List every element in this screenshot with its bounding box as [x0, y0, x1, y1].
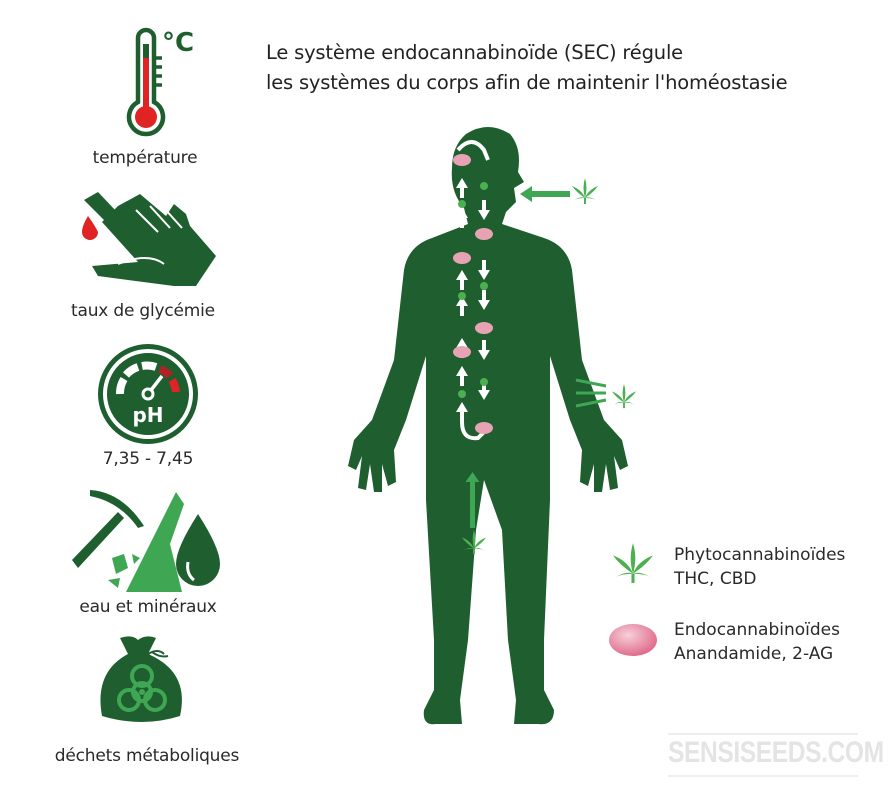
system-label: eau et minéraux — [79, 597, 217, 617]
system-label: taux de glycémie — [71, 301, 215, 321]
mouth-intake-arrow — [520, 186, 570, 202]
blood-sugar-finger-prick-icon — [82, 192, 216, 286]
diagram-title: Le système endocannabinoïde (SEC) régule… — [266, 38, 788, 98]
temperature-unit: °C — [162, 28, 195, 58]
bottom-loop-arrow — [460, 421, 488, 441]
title-line-1: Le système endocannabinoïde (SEC) régule — [266, 41, 683, 64]
pink-molecule-icon — [609, 624, 657, 656]
groin-arrow — [465, 472, 480, 528]
system-label: déchets métaboliques — [54, 746, 240, 766]
brand-text: SENSISEEDS.COM — [668, 736, 884, 769]
biohazard-waste-bag-icon — [100, 636, 182, 722]
skin-absorption-arrows — [575, 378, 607, 408]
legend-subtitle: THC, CBD — [674, 569, 757, 589]
cannabis-leaf-icon — [572, 178, 598, 204]
endocannabinoid-molecules — [453, 154, 493, 434]
legend-subtitle: Anandamide, 2-AG — [674, 644, 834, 664]
thermometer-icon — [126, 27, 166, 137]
cannabis-leaf-icon — [613, 543, 653, 583]
cannabis-leaf-icon — [611, 383, 637, 409]
down-arrows — [478, 200, 490, 400]
system-label: 7,35 - 7,45 — [102, 449, 194, 469]
ph-gauge-icon: pH — [98, 344, 198, 444]
title-line-2: les systèmes du corps afin de maintenir … — [266, 71, 788, 94]
internal-leaves — [458, 182, 488, 398]
brand-watermark: SENSISEEDS.COM — [668, 733, 884, 777]
up-arrows — [456, 178, 468, 422]
legend-title: Phytocannabinoïdes — [674, 545, 846, 565]
legend-title: Endocannabinoïdes — [674, 620, 840, 640]
top-loop-arrow — [456, 140, 490, 161]
cannabis-leaf-icon — [461, 529, 487, 555]
ph-text: pH — [132, 403, 163, 427]
minerals-water-icon — [72, 490, 220, 592]
human-body-silhouette — [348, 127, 628, 725]
system-label: température — [92, 148, 198, 168]
